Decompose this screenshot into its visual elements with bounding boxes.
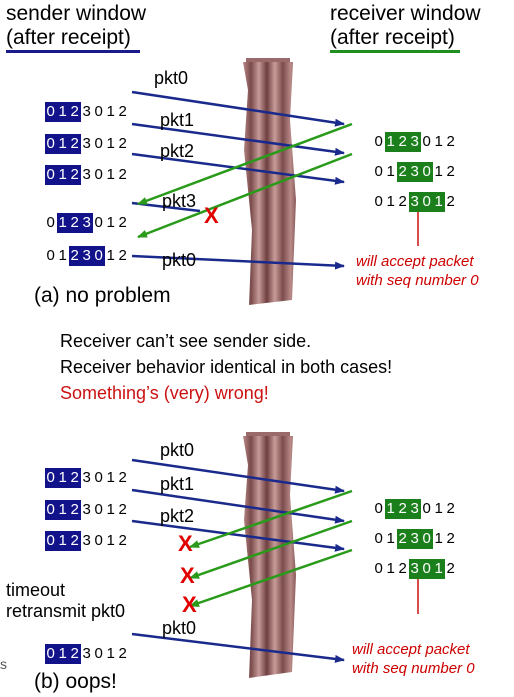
arrows-a [131,90,424,270]
sender-header-underline [6,50,140,53]
ack-a-2 [137,152,353,239]
curtain-b [243,432,296,678]
note-a: will accept packet with seq number 0 [356,252,479,290]
pkt-label-a4: pkt0 [162,250,197,270]
note-b-line1: will accept packet [352,641,470,658]
curtain-a [243,58,296,305]
loss-mark-b2: X [180,563,195,588]
arrow-b-pkt0 [131,458,345,494]
loss-mark-a: X [204,203,219,228]
caption-a: (a) no problem [34,284,171,307]
arrow-b-pkt0-retx [131,632,345,663]
receiver-window-header: receiver window (after receipt) [330,2,481,50]
note-b: will accept packet with seq number 0 [352,640,475,678]
note-a-line1: will accept packet [356,253,474,270]
sender-window-header: sender window (after receipt) [6,2,146,50]
arrow-a-pkt0-second [131,254,345,270]
receiver-header-line2: (after receipt) [330,26,455,49]
arrow-b-pkt1 [131,488,345,524]
arrow-b-pkt2 [131,519,345,552]
receiver-header-underline [330,50,460,53]
ack-b-1 [189,489,353,549]
sender-header-line1: sender window [6,2,147,25]
loss-mark-b3: X [182,592,197,617]
pkt-label-a3: pkt3 [162,191,197,211]
receiver-header-line1: receiver window [330,2,481,25]
pkt-label-a0: pkt0 [154,68,189,88]
pkt-label-b0: pkt0 [160,440,195,460]
edge-letter: s [0,656,7,672]
pkt-label-b2: pkt2 [160,506,195,526]
middle-line2: Receiver behavior identical in both case… [60,357,393,377]
note-b-line2: with seq number 0 [352,660,475,677]
ack-b-3 [189,548,353,608]
pkt-label-b3: pkt0 [162,618,197,638]
arrows-b [131,458,424,663]
arrow-a-pkt2 [131,152,345,185]
caption-b: (b) oops! [34,670,117,693]
timeout-label: timeout [6,580,66,600]
middle-text: Receiver can’t see sender side. Receiver… [60,328,392,406]
loss-mark-b1: X [178,531,193,556]
pkt-label-a1: pkt1 [160,110,195,130]
arrow-a-pkt0 [131,90,345,127]
arrow-a-pkt1 [131,122,345,156]
ack-a-1 [137,122,353,206]
pkt-label-b1: pkt1 [160,474,195,494]
pkt-label-a2: pkt2 [160,141,195,161]
retransmit-label: retransmit pkt0 [6,601,126,621]
middle-line1: Receiver can’t see sender side. [60,331,312,351]
sender-header-line2: (after receipt) [6,26,131,49]
note-a-line2: with seq number 0 [356,272,479,289]
ack-b-2 [189,519,353,580]
middle-line3: Something’s (very) wrong! [60,383,269,403]
